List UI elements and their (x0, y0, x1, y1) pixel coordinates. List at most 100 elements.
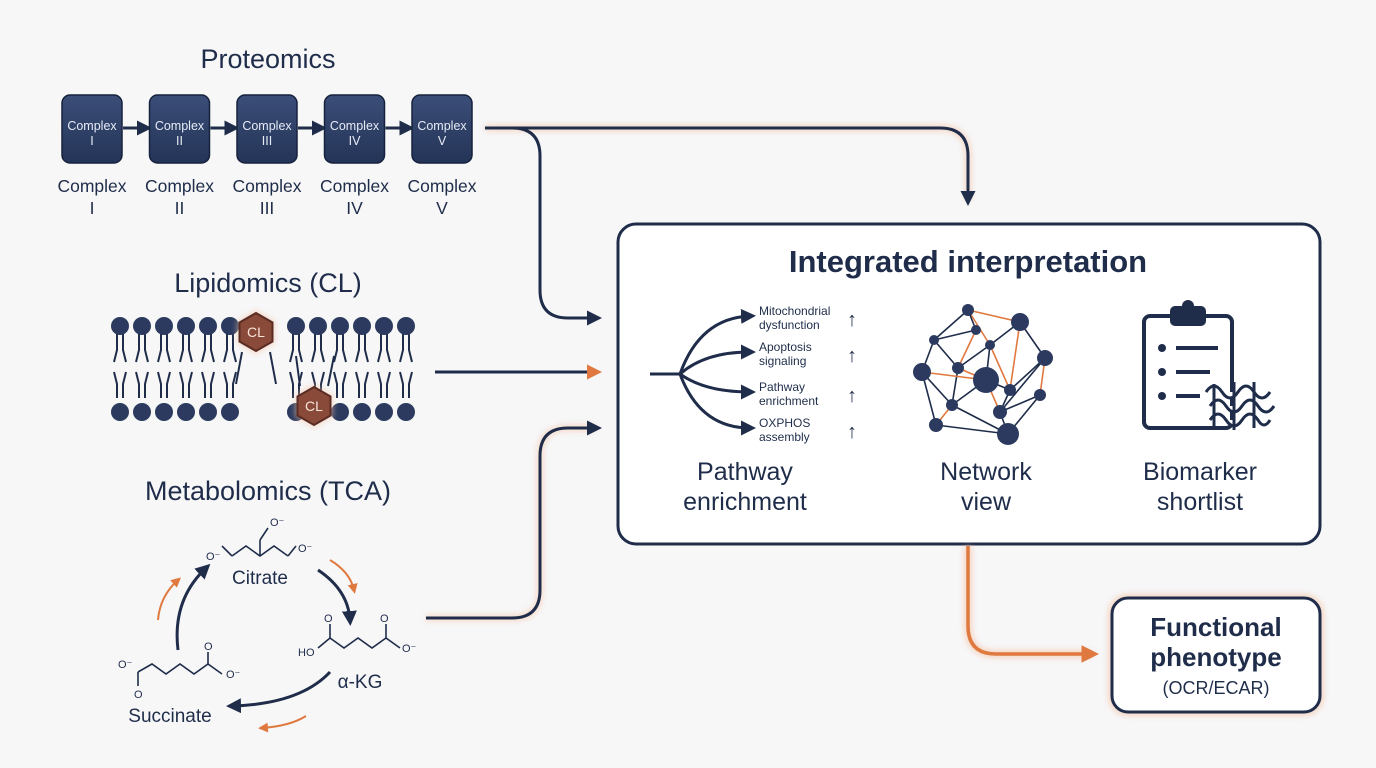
lipid-head-bottom (221, 403, 239, 421)
complex-label: Complex (407, 176, 476, 196)
lipid-tail (135, 371, 149, 398)
citrate-to-akg-orange (329, 559, 358, 594)
network-node (913, 363, 931, 381)
pathway-item-line1: OXPHOS (759, 416, 810, 430)
succinate-o-top: O (204, 641, 213, 653)
cardiolipin-label: CL (305, 398, 323, 414)
lipid-head-top (111, 317, 129, 335)
succinate-to-citrate-orange (157, 577, 181, 621)
akg-to-succinate-arrow (226, 670, 332, 714)
cardiolipin-marker: CL (236, 310, 276, 354)
lipid-head-top (353, 317, 371, 335)
panel-labels: PathwayenrichmentNetworkviewBiomarkersho… (683, 458, 1257, 516)
lipid-tail (223, 371, 237, 398)
complex-label-numeral: V (436, 198, 448, 218)
lipid-head-bottom (353, 403, 371, 421)
phenotype-box (1110, 596, 1322, 714)
lipid-tail (333, 334, 347, 363)
citrate-structure (221, 527, 297, 557)
network-edge (921, 371, 937, 426)
akg-o-minus: O⁻ (402, 643, 417, 655)
up-arrow-icon: ↑ (847, 345, 857, 367)
network-edge (999, 394, 1041, 413)
proteomics-to-integrated-glow (485, 124, 972, 200)
succinate-o-left: O⁻ (118, 659, 133, 671)
cardiolipin-tails (235, 351, 335, 387)
network-edge (951, 367, 959, 406)
complex-box-text: Complex (330, 119, 380, 133)
complex-label: Complex (320, 176, 389, 196)
pathway-item-line2: signaling (759, 354, 806, 368)
citrate-to-akg-arrow (317, 568, 357, 626)
network-node (971, 325, 981, 335)
complex-box-text: Complex (67, 119, 117, 133)
akg-label: α-KG (338, 672, 383, 693)
network-node (1037, 350, 1053, 366)
up-arrow-icon: ↑ (847, 309, 857, 331)
up-arrow-icon: ↑ (847, 385, 857, 407)
lipid-head-bottom (199, 403, 217, 421)
lipid-tail (157, 334, 171, 363)
lipid-tail (377, 334, 391, 363)
panel-label-line1: Biomarker (1143, 458, 1257, 486)
complex-box-text: Complex (242, 119, 292, 133)
citrate-o-right: O⁻ (298, 543, 313, 555)
lipid-tail (377, 371, 391, 398)
complex-label: Complex (57, 176, 126, 196)
pathway-item-line1: Pathway (759, 380, 805, 394)
lipid-tail (355, 371, 369, 398)
lipid-head-top (397, 317, 415, 335)
lipid-tail (333, 371, 347, 398)
integrated-to-phenotype-glow (964, 546, 1092, 658)
complex-label-numeral: II (175, 198, 185, 218)
complex-box (411, 94, 473, 164)
akg-o-top-right: O (380, 613, 389, 625)
lipid-head-top (133, 317, 151, 335)
pathway-items: Mitochondrialdysfunction↑Apoptosissignal… (759, 304, 857, 444)
network-node (946, 399, 958, 411)
integrated-to-phenotype-arrow (966, 546, 1099, 663)
lipid-head-bottom (177, 403, 195, 421)
proteomics-to-integrated-arrow (485, 126, 976, 206)
lipid-tail (179, 371, 193, 398)
up-arrow-icon: ↑ (847, 421, 857, 443)
network-graph (913, 304, 1053, 445)
lipid-head-top (375, 317, 393, 335)
integrated-title: Integrated interpretation (789, 244, 1147, 279)
network-edge (957, 344, 991, 369)
lipid-head-top (155, 317, 173, 335)
panel-label-line2: enrichment (683, 488, 807, 516)
network-edge (999, 357, 1046, 413)
phenotype-line1: Functional (1150, 612, 1281, 642)
lipid-tail (157, 371, 171, 398)
network-node (1034, 389, 1046, 401)
phenotype-line3: (OCR/ECAR) (1163, 678, 1270, 698)
citrate-o-left: O⁻ (206, 551, 221, 563)
network-edge (989, 344, 1011, 391)
lipid-tail (223, 334, 237, 363)
succinate-o-bottom: O (134, 689, 143, 701)
complex-label-numeral: IV (346, 198, 363, 218)
network-node (962, 304, 974, 316)
pathway-item-line2: enrichment (759, 394, 819, 408)
proteomics-title: Proteomics (200, 44, 335, 74)
lipid-tail (289, 334, 303, 363)
tca-cycle: O⁻ O⁻ O⁻ Citrate O O HO O⁻ α-KG O⁻ O O O… (118, 517, 417, 733)
lipid-tail (355, 334, 369, 363)
network-edge (935, 424, 1009, 435)
network-node (973, 367, 999, 393)
lipid-tail (311, 334, 325, 363)
pathway-item-line2: assembly (759, 430, 810, 444)
network-edge (933, 329, 977, 341)
akg-ho: HO (298, 647, 315, 659)
network-node (1011, 313, 1029, 331)
proteomics-to-center-arrow (511, 126, 602, 326)
panel-label-line1: Network (940, 458, 1032, 486)
lipid-tail (113, 371, 127, 398)
